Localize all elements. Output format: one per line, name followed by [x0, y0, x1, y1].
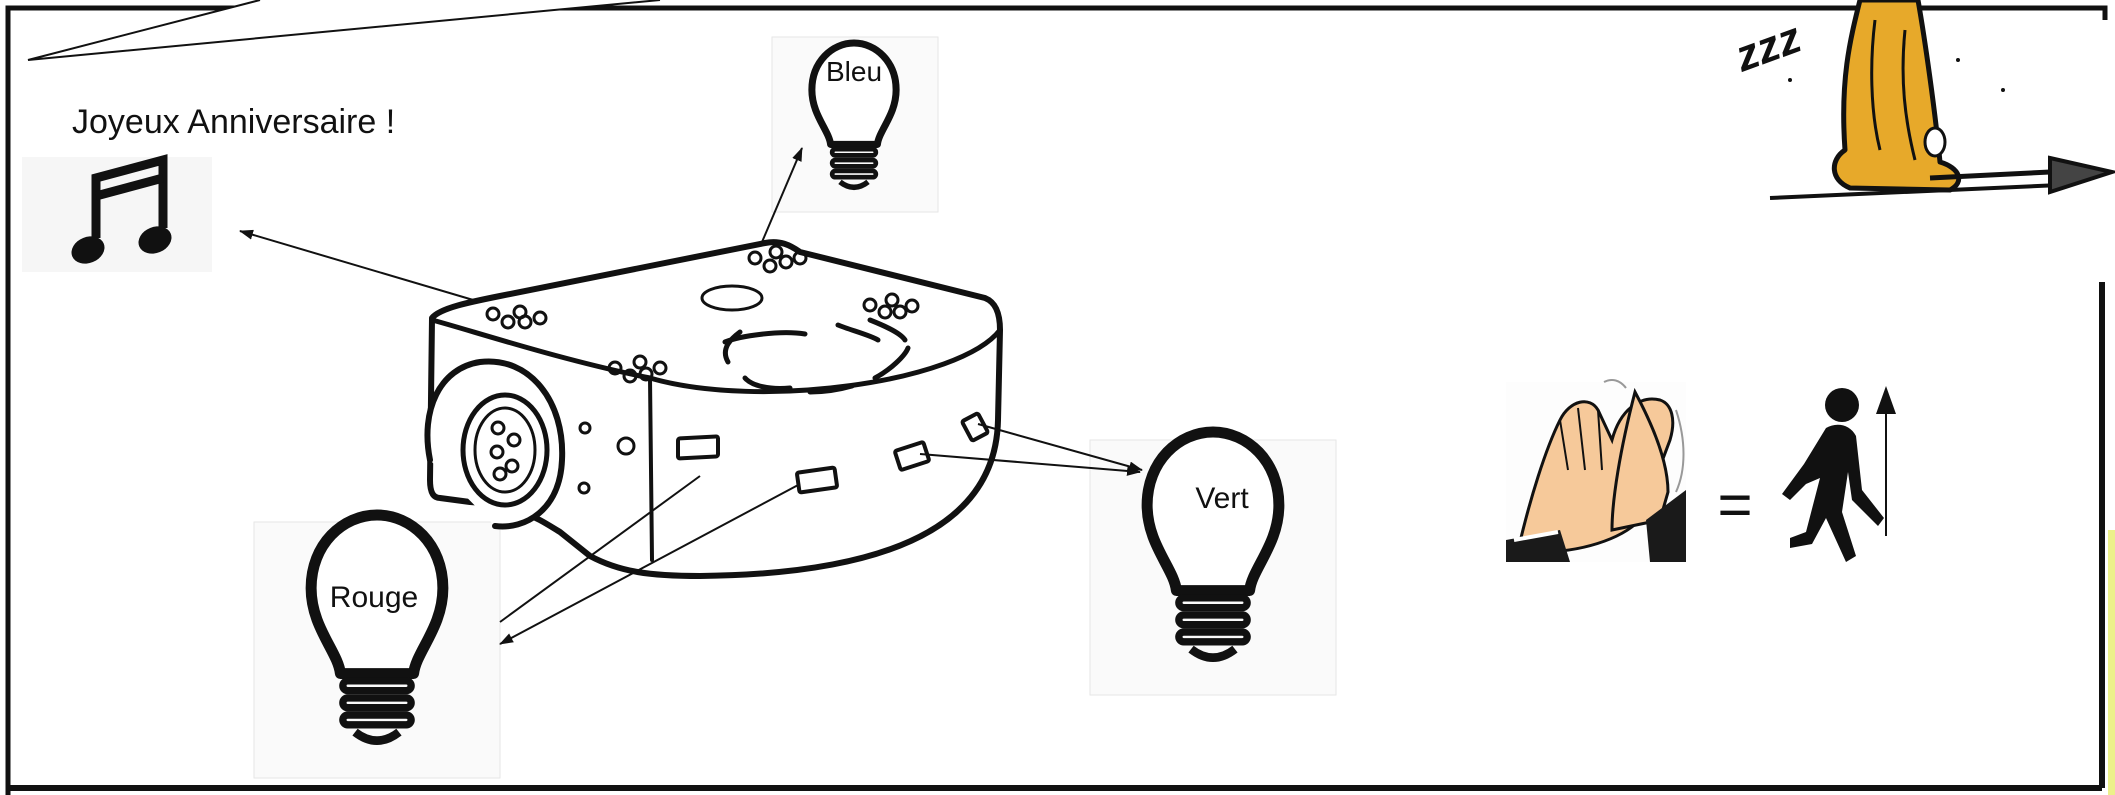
bulb-bleu-label: Bleu — [826, 56, 882, 87]
forward-arrow-icon — [1876, 386, 1896, 536]
bulb-bleu: Bleu — [771, 36, 939, 213]
sleep-text: zzz — [1728, 13, 1808, 82]
music-note-icon — [22, 154, 212, 272]
arrows — [239, 147, 1143, 645]
frame-border — [5, 5, 2115, 795]
sleeping-character-icon: zzz — [1728, 0, 2115, 200]
equals-sign: = — [1717, 471, 1752, 538]
speech-balloon-tail — [27, 0, 661, 61]
bulb-rouge-label: Rouge — [330, 581, 418, 614]
bulb-vert-label: Vert — [1195, 482, 1249, 515]
bulb-rouge: Rouge — [253, 515, 501, 779]
clapping-hands-icon — [1506, 379, 1686, 562]
bulb-vert: Vert — [1089, 432, 1337, 696]
thymio-robot-icon — [424, 239, 1003, 579]
walking-person-icon — [1782, 388, 1884, 562]
speech-text: Joyeux Anniversaire ! — [72, 103, 395, 141]
